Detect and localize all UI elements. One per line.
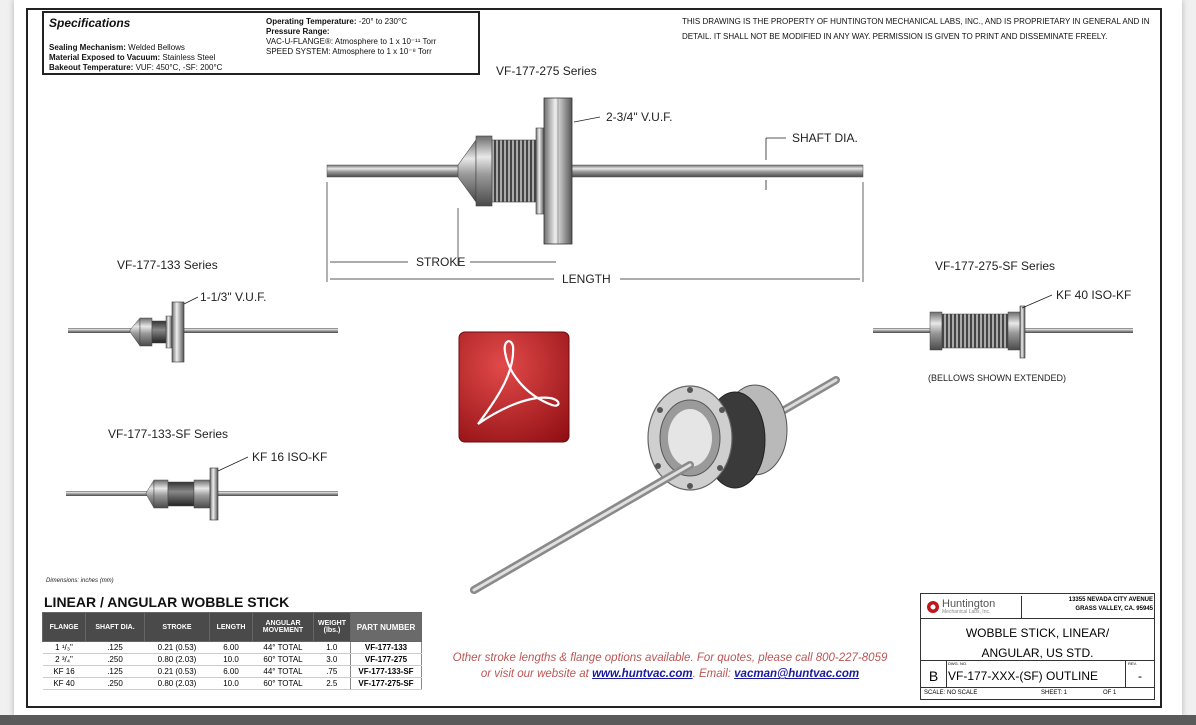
spec-pressure: Pressure Range:	[266, 27, 330, 36]
cell: 3.0	[313, 653, 351, 666]
dwg-no-label: DWG. NO.	[948, 661, 968, 666]
series-275-label: VF-177-275 Series	[496, 64, 597, 78]
th-shaft-dia: SHAFT DIA.	[85, 612, 145, 642]
cell: VF-177-133	[350, 641, 422, 654]
spec-bakeout: Bakeout Temperature: VUF: 450°C, -SF: 20…	[49, 63, 223, 72]
spec-table: FLANGE SHAFT DIA. STROKE LENGTH ANGULAR …	[42, 612, 422, 690]
logo-text: Huntington	[942, 598, 996, 610]
scale-row: SCALE: NO SCALE SHEET: 1 OF 1	[921, 687, 1154, 700]
dwg-number: VF-177-XXX-(SF) OUTLINE	[948, 669, 1099, 683]
spec-optemp: Operating Temperature: -20° to 230°C	[266, 17, 407, 26]
drawing-sheet	[14, 0, 1182, 717]
th-part-number: PART NUMBER	[350, 612, 422, 642]
th-stroke: STROKE	[144, 612, 210, 642]
spec-speed: SPEED SYSTEM: Atmosphere to 1 x 10⁻⁸ Tor…	[266, 47, 432, 56]
promo-line1: Other stroke lengths & flange options av…	[452, 652, 888, 664]
spec-material: Material Exposed to Vacuum: Stainless St…	[49, 53, 216, 62]
flange-275sf-label: KF 40 ISO-KF	[1056, 288, 1132, 302]
cell: 1.0	[313, 641, 351, 654]
cell: .250	[85, 653, 145, 666]
cell: KF 16	[42, 665, 86, 678]
bottom-bar	[0, 715, 1196, 725]
length-label: LENGTH	[562, 272, 611, 286]
table-title: LINEAR / ANGULAR WOBBLE STICK	[44, 594, 290, 610]
cell: .125	[85, 665, 145, 678]
shaft-dia-label: SHAFT DIA.	[792, 131, 858, 145]
th-weight: WEIGHT (lbs.)	[313, 612, 351, 642]
cell: 0.21 (0.53)	[144, 665, 210, 678]
dwg-row: B DWG. NO. VF-177-XXX-(SF) OUTLINE REV.-	[921, 660, 1154, 687]
cell: 60° TOTAL	[252, 653, 314, 666]
drawing-border	[26, 8, 1162, 708]
website-link[interactable]: www.huntvac.com	[592, 668, 693, 680]
flange-275-label: 2-3/4" V.U.F.	[606, 110, 673, 124]
cell: .125	[85, 641, 145, 654]
th-length: LENGTH	[209, 612, 253, 642]
cell: .75	[313, 665, 351, 678]
logo-mark-icon	[927, 601, 939, 613]
flange-133sf-label: KF 16 ISO-KF	[252, 450, 328, 464]
rev-cell: REV.-	[1125, 661, 1155, 687]
spec-vuf: VAC-U-FLANGE®: Atmosphere to 1 x 10⁻¹¹ T…	[266, 37, 437, 46]
wobble-stick-133sf-drawing	[66, 456, 338, 521]
adobe-pdf-icon[interactable]	[458, 331, 570, 443]
cell: VF-177-275-SF	[350, 677, 422, 690]
company-logo: Huntington Mechanical Labs, Inc.	[923, 596, 1022, 619]
stroke-label: STROKE	[416, 255, 466, 269]
cell: 10.0	[209, 653, 253, 666]
flange-133-label: 1-1/3" V.U.F.	[200, 290, 267, 304]
th-angular: ANGULAR MOVEMENT	[252, 612, 314, 642]
cell: VF-177-133-SF	[350, 665, 422, 678]
cell: 0.80 (2.03)	[144, 677, 210, 690]
cell: 10.0	[209, 677, 253, 690]
cell: 44° TOTAL	[252, 641, 314, 654]
cell: 2 ³/₄"	[42, 653, 86, 666]
logo-subtext: Mechanical Labs, Inc.	[942, 609, 991, 615]
cell: 44° TOTAL	[252, 665, 314, 678]
proprietary-notice: THIS DRAWING IS THE PROPERTY OF HUNTINGT…	[682, 17, 1150, 41]
dimensions-note: Dimensions: inches (mm)	[46, 578, 114, 584]
specs-title: Specifications	[49, 16, 131, 30]
email-link[interactable]: vacman@huntvac.com	[734, 668, 860, 680]
series-275sf-label: VF-177-275-SF Series	[935, 259, 1056, 273]
table-header-row: FLANGE SHAFT DIA. STROKE LENGTH ANGULAR …	[42, 612, 422, 642]
promo-text: Other stroke lengths & flange options av…	[430, 650, 910, 682]
cell: 6.00	[209, 665, 253, 678]
cell: 0.21 (0.53)	[144, 641, 210, 654]
cell: 1 ¹/₃"	[42, 641, 86, 654]
size-cell: B	[921, 661, 947, 687]
cell: 60° TOTAL	[252, 677, 314, 690]
drawing-title: WOBBLE STICK, LINEAR/ANGULAR, US STD.	[921, 618, 1154, 663]
th-flange: FLANGE	[42, 612, 86, 642]
cell: VF-177-275	[350, 653, 422, 666]
cell: 2.5	[313, 677, 351, 690]
wobble-stick-275-drawing	[326, 97, 864, 282]
cell: 0.80 (2.03)	[144, 653, 210, 666]
cell: KF 40	[42, 677, 86, 690]
wobble-stick-133-drawing	[68, 296, 338, 363]
wobble-stick-275sf-drawing	[873, 294, 1133, 359]
bellows-note: (BELLOWS SHOWN EXTENDED)	[928, 373, 1067, 383]
specifications-box: Specifications Sealing Mechanism: Welded…	[42, 11, 480, 75]
cell: 6.00	[209, 641, 253, 654]
spec-sealing: Sealing Mechanism: Welded Bellows	[49, 43, 185, 52]
title-block: Huntington Mechanical Labs, Inc. 13355 N…	[920, 593, 1155, 700]
series-133sf-label: VF-177-133-SF Series	[108, 427, 229, 441]
promo-line2: or visit our website at www.huntvac.com.…	[480, 668, 860, 680]
series-133-label: VF-177-133 Series	[117, 258, 218, 272]
wobble-stick-3d-render	[470, 376, 840, 594]
cell: .250	[85, 677, 145, 690]
